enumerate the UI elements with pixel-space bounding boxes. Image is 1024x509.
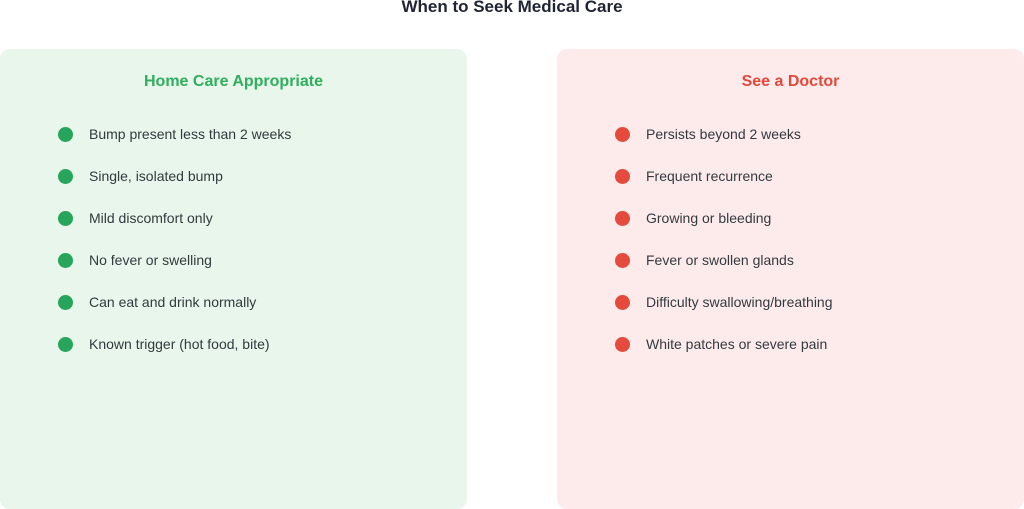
list-item: Single, isolated bump [58, 168, 291, 210]
red-dot-icon [615, 337, 630, 352]
red-dot-icon [615, 295, 630, 310]
home-care-list: Bump present less than 2 weeks Single, i… [58, 126, 291, 378]
list-item: Difficulty swallowing/breathing [615, 294, 833, 336]
list-item: Known trigger (hot food, bite) [58, 336, 291, 378]
list-item: Persists beyond 2 weeks [615, 126, 833, 168]
red-dot-icon [615, 253, 630, 268]
green-dot-icon [58, 295, 73, 310]
list-item: Fever or swollen glands [615, 252, 833, 294]
home-care-panel: Home Care Appropriate Bump present less … [0, 49, 467, 509]
red-dot-icon [615, 169, 630, 184]
list-item: No fever or swelling [58, 252, 291, 294]
list-item: Mild discomfort only [58, 210, 291, 252]
home-care-heading: Home Care Appropriate [144, 73, 323, 90]
list-item: White patches or severe pain [615, 336, 833, 378]
list-item: Growing or bleeding [615, 210, 833, 252]
green-dot-icon [58, 169, 73, 184]
see-doctor-list: Persists beyond 2 weeks Frequent recurre… [615, 126, 833, 378]
see-doctor-heading: See a Doctor [741, 73, 840, 90]
green-dot-icon [58, 211, 73, 226]
green-dot-icon [58, 253, 73, 268]
green-dot-icon [58, 337, 73, 352]
red-dot-icon [615, 127, 630, 142]
list-item: Can eat and drink normally [58, 294, 291, 336]
page-title: When to Seek Medical Care [401, 0, 623, 16]
green-dot-icon [58, 127, 73, 142]
see-doctor-panel: See a Doctor Persists beyond 2 weeks Fre… [557, 49, 1024, 509]
red-dot-icon [615, 211, 630, 226]
list-item: Frequent recurrence [615, 168, 833, 210]
list-item: Bump present less than 2 weeks [58, 126, 291, 168]
